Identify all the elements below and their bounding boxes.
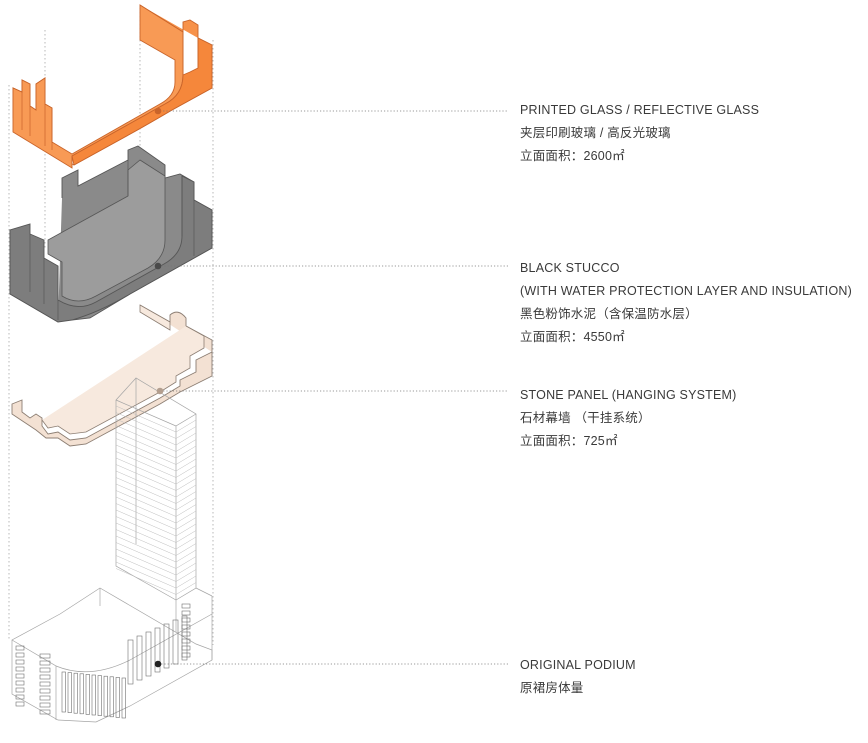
tower-floor-lines — [115, 405, 197, 595]
stone-leader-dot — [156, 387, 164, 395]
podium-subtitle: 原裙房体量 — [520, 681, 584, 695]
leader-dots — [154, 107, 164, 668]
leader-lines — [158, 110, 508, 665]
stone-label: STONE PANEL (HANGING SYSTEM) 石材幕墙 （干挂系统）… — [520, 389, 737, 458]
stone-band — [11, 304, 213, 447]
glass-subtitle: 夹层印刷玻璃 / 高反光玻璃 — [520, 126, 671, 140]
stone-title: STONE PANEL (HANGING SYSTEM) — [520, 388, 737, 402]
stucco-inner-floor — [47, 159, 166, 302]
glass-curve-highlight — [71, 37, 213, 166]
glass-label: PRINTED GLASS / REFLECTIVE GLASS 夹层印刷玻璃 … — [520, 104, 759, 173]
stucco-leader-dot — [154, 262, 162, 270]
tower-and-podium-outline — [11, 377, 213, 723]
printed-glass-layer — [12, 4, 213, 169]
glass-area: 立面面积：2600㎡ — [520, 149, 625, 163]
podium-title: ORIGINAL PODIUM — [520, 658, 636, 672]
glass-title: PRINTED GLASS / REFLECTIVE GLASS — [520, 103, 760, 117]
podium-label: ORIGINAL PODIUM 原裙房体量 — [520, 659, 636, 705]
glass-leader-dot — [154, 107, 162, 115]
stone-panel-layer — [11, 304, 213, 447]
stone-subtitle: 石材幕墙 （干挂系统） — [520, 411, 651, 425]
stucco-note: (WITH WATER PROTECTION LAYER AND INSULAT… — [520, 284, 852, 298]
stucco-title: BLACK STUCCO — [520, 261, 620, 275]
stucco-area: 立面面积：4550㎡ — [520, 330, 625, 344]
stucco-subtitle: 黑色粉饰水泥（含保温防水层） — [520, 307, 698, 321]
stucco-outer-wall — [9, 175, 213, 323]
stucco-label: BLACK STUCCO (WITH WATER PROTECTION LAYE… — [520, 262, 852, 354]
stone-area: 立面面积：725㎡ — [520, 434, 618, 448]
podium-facade-details — [15, 603, 191, 719]
black-stucco-layer — [9, 145, 213, 323]
stone-band-top — [41, 304, 205, 435]
podium-leader-dot — [154, 660, 162, 668]
